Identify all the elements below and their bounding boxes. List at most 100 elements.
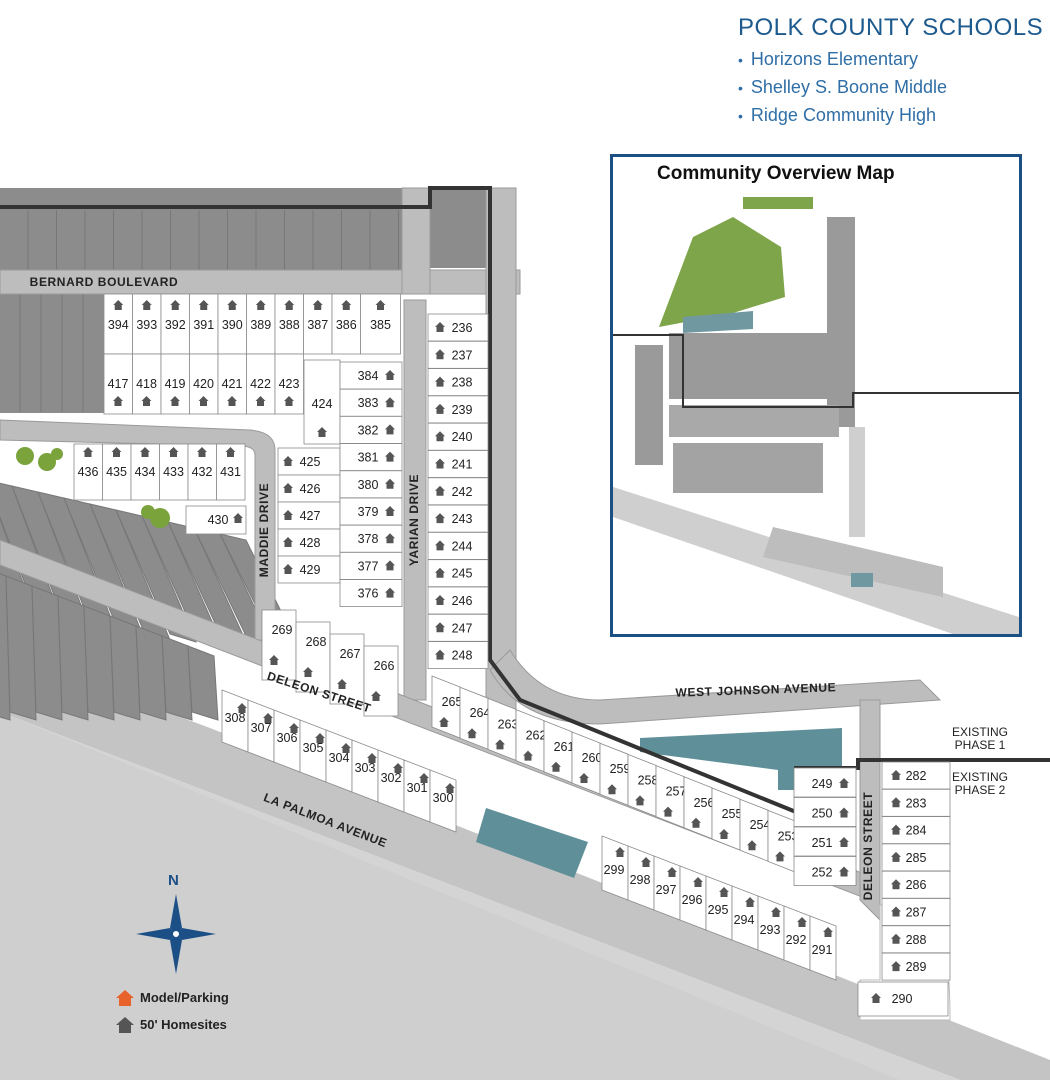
homesite-lot[interactable]: 259 <box>599 742 630 806</box>
homesite-lot[interactable]: 262 <box>515 709 546 773</box>
homesite-lot[interactable]: 424 <box>303 359 341 445</box>
homesite-lot[interactable]: 433 <box>159 443 189 501</box>
homesite-lot[interactable]: 256 <box>683 776 714 840</box>
homesite-lot[interactable]: 388 <box>274 293 304 355</box>
homesite-lot[interactable]: 421 <box>217 353 247 415</box>
homesite-lot[interactable]: 434 <box>130 443 160 501</box>
homesite-lot[interactable]: 252 <box>793 856 857 886</box>
homesite-lot[interactable]: 428 <box>277 528 341 557</box>
homesite-lot[interactable]: 307 <box>247 699 275 763</box>
homesite-lot[interactable]: 238 <box>427 368 489 397</box>
homesite-lot[interactable]: 384 <box>339 361 403 390</box>
homesite-lot[interactable]: 394 <box>103 293 133 355</box>
homesite-lot[interactable]: 391 <box>189 293 219 355</box>
homesite-lot[interactable]: 245 <box>427 559 489 588</box>
homesite-lot[interactable]: 247 <box>427 613 489 642</box>
homesite-lot[interactable]: 285 <box>881 843 951 872</box>
homesite-lot[interactable]: 299 <box>601 835 629 901</box>
homesite-lot[interactable]: 390 <box>217 293 247 355</box>
homesite-lot[interactable]: 295 <box>705 875 733 941</box>
homesite-lot[interactable]: 257 <box>655 765 686 829</box>
homesite-lot[interactable]: 302 <box>377 749 405 813</box>
homesite-lot[interactable]: 242 <box>427 477 489 506</box>
homesite-lot[interactable]: 250 <box>793 797 857 827</box>
homesite-lot[interactable]: 289 <box>881 952 951 981</box>
homesite-lot[interactable]: 296 <box>679 865 707 931</box>
homesite-lot[interactable]: 248 <box>427 641 489 669</box>
homesite-lot[interactable]: 386 <box>331 293 361 355</box>
lot-number: 426 <box>300 482 321 496</box>
homesite-lot[interactable]: 430 <box>185 505 247 535</box>
homesite-lot[interactable]: 283 <box>881 788 951 817</box>
homesite-lot[interactable]: 244 <box>427 532 489 560</box>
homesite-lot[interactable]: 291 <box>809 915 837 981</box>
homesite-lot[interactable]: 287 <box>881 898 951 926</box>
homesite-lot[interactable]: 432 <box>187 443 217 501</box>
homesite-lot[interactable]: 426 <box>277 474 341 503</box>
homesite-lot[interactable]: 292 <box>783 905 811 971</box>
homesite-lot[interactable]: 243 <box>427 504 489 533</box>
homesite-lot[interactable]: 240 <box>427 422 489 451</box>
homesite-lot[interactable]: 380 <box>339 470 403 499</box>
homesite-lot[interactable]: 297 <box>653 855 681 921</box>
homesite-lot[interactable]: 377 <box>339 552 403 580</box>
homesite-lot[interactable]: 293 <box>757 895 785 961</box>
homesite-lot[interactable]: 267 <box>329 633 365 705</box>
homesite-lot[interactable]: 306 <box>273 709 301 773</box>
homesite-lot[interactable]: 423 <box>274 353 304 415</box>
homesite-lot[interactable]: 389 <box>246 293 276 355</box>
homesite-lot[interactable]: 269 <box>261 609 297 681</box>
homesite-lot[interactable]: 383 <box>339 388 403 417</box>
homesite-lot[interactable]: 392 <box>160 293 190 355</box>
homesite-lot[interactable]: 418 <box>132 353 162 415</box>
homesite-lot[interactable]: 308 <box>221 689 249 753</box>
homesite-lot[interactable]: 298 <box>627 845 655 911</box>
homesite-lot[interactable]: 436 <box>73 443 103 501</box>
homesite-lot[interactable]: 431 <box>216 443 246 501</box>
homesite-lot[interactable]: 255 <box>711 787 742 851</box>
homesite-lot[interactable]: 241 <box>427 450 489 478</box>
homesite-lot[interactable]: 265 <box>431 675 462 739</box>
homesite-lot[interactable]: 236 <box>427 313 489 342</box>
homesite-lot[interactable]: 393 <box>132 293 162 355</box>
homesite-lot[interactable]: 263 <box>487 697 518 761</box>
homesite-lot[interactable]: 425 <box>277 447 341 476</box>
homesite-lot[interactable]: 387 <box>303 293 333 355</box>
homesite-lot[interactable]: 303 <box>351 739 379 803</box>
homesite-lot[interactable]: 264 <box>459 686 490 750</box>
homesite-lot[interactable]: 382 <box>339 415 403 444</box>
homesite-lot[interactable]: 251 <box>793 826 857 857</box>
homesite-lot[interactable]: 290 <box>857 981 949 1017</box>
homesite-lot[interactable]: 239 <box>427 395 489 424</box>
homesite-lot[interactable]: 376 <box>339 579 403 607</box>
homesite-lot[interactable]: 261 <box>543 720 574 784</box>
homesite-lot[interactable]: 301 <box>403 759 431 823</box>
homesite-lot[interactable]: 417 <box>103 353 133 415</box>
homesite-lot[interactable]: 300 <box>429 769 457 833</box>
homesite-lot[interactable]: 249 <box>793 767 857 798</box>
homesite-lot[interactable]: 246 <box>427 586 489 615</box>
homesite-lot[interactable]: 282 <box>881 761 951 790</box>
homesite-lot[interactable]: 254 <box>739 798 770 862</box>
homesite-lot[interactable]: 429 <box>277 555 341 584</box>
homesite-lot[interactable]: 419 <box>160 353 190 415</box>
homesite-lot[interactable]: 268 <box>295 621 331 693</box>
homesite-lot[interactable]: 305 <box>299 719 327 783</box>
homesite-lot[interactable]: 266 <box>363 645 399 717</box>
homesite-lot[interactable]: 286 <box>881 870 951 899</box>
homesite-lot[interactable]: 385 <box>360 293 401 355</box>
homesite-lot[interactable]: 260 <box>571 731 602 795</box>
homesite-lot[interactable]: 288 <box>881 925 951 954</box>
homesite-lot[interactable]: 304 <box>325 729 353 793</box>
homesite-lot[interactable]: 427 <box>277 501 341 530</box>
homesite-lot[interactable]: 258 <box>627 753 658 817</box>
homesite-lot[interactable]: 422 <box>246 353 276 415</box>
homesite-lot[interactable]: 420 <box>189 353 219 415</box>
homesite-lot[interactable]: 378 <box>339 524 403 553</box>
homesite-lot[interactable]: 294 <box>731 885 759 951</box>
homesite-lot[interactable]: 237 <box>427 340 489 369</box>
homesite-lot[interactable]: 381 <box>339 443 403 472</box>
homesite-lot[interactable]: 379 <box>339 497 403 526</box>
homesite-lot[interactable]: 435 <box>102 443 132 501</box>
homesite-lot[interactable]: 284 <box>881 816 951 844</box>
